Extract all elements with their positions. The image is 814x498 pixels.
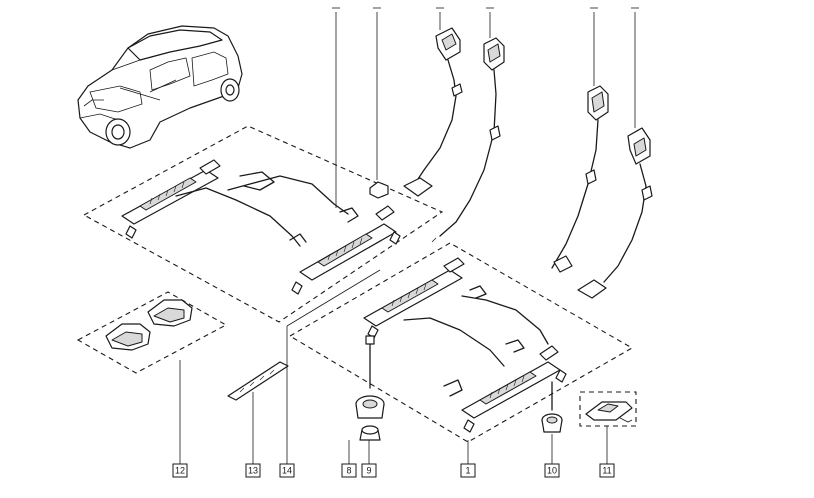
callout-11-label: 11 (602, 466, 611, 476)
leader-lines (179, 7, 639, 464)
trim-strip (227, 361, 289, 401)
callout-9-label: 9 (366, 466, 371, 476)
callout-13: 13 (245, 463, 261, 478)
callout-14: 14 (279, 463, 295, 478)
release-latch (585, 401, 633, 423)
callout-9: 9 (361, 463, 377, 478)
callout-13-label: 13 (248, 466, 258, 476)
callout-10: 10 (544, 463, 560, 478)
callout-12: 12 (172, 463, 188, 478)
callout-1: 1 (460, 463, 476, 478)
callout-14-label: 14 (282, 466, 292, 476)
car-illustration (77, 25, 243, 149)
mount-parts (355, 335, 563, 441)
seat-cover-caps (105, 299, 193, 351)
part-11-group-outline (579, 391, 637, 427)
callout-8-label: 8 (346, 466, 351, 476)
callout-10-label: 10 (547, 466, 557, 476)
callout-12-label: 12 (175, 466, 185, 476)
upper-group-outline (82, 125, 444, 323)
lower-group-outline (288, 242, 634, 443)
lower-seat-frame (363, 257, 567, 433)
upper-seat-frame (121, 159, 401, 295)
part-12-group-outline (76, 291, 228, 374)
callout-11: 11 (599, 463, 615, 478)
callout-1-label: 1 (465, 466, 470, 476)
callout-8: 8 (341, 463, 357, 478)
cable-assemblies (369, 27, 653, 299)
